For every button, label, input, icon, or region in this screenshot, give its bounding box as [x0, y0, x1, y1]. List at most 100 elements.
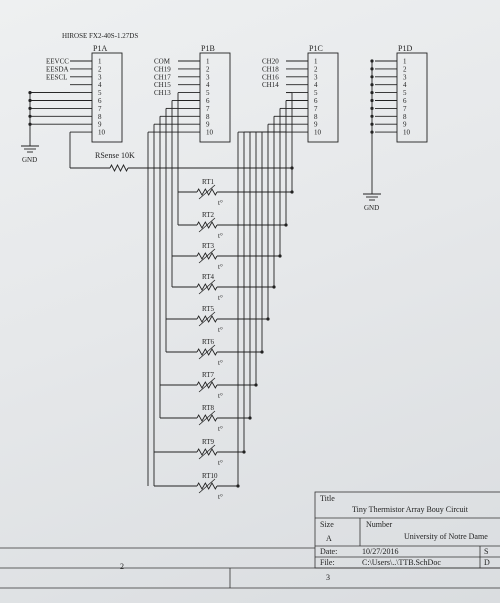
pin-number: 1 [98, 58, 102, 66]
pin-number: 7 [403, 105, 407, 113]
junction-dot [290, 166, 294, 170]
junction-dot [28, 98, 32, 103]
thermistor-label: RT10 [202, 472, 218, 480]
thermistor-slash [198, 478, 216, 494]
pin-number: 7 [98, 105, 102, 113]
pin-number: 2 [98, 65, 102, 73]
pin-number: 5 [206, 89, 210, 97]
net-label: CH13 [154, 89, 171, 97]
junction-dot [370, 114, 374, 118]
pin-number: 1 [403, 58, 407, 66]
net-label: CH14 [262, 81, 279, 89]
junction-dot [266, 317, 270, 321]
thermistor-label: RT9 [202, 438, 215, 446]
temp-symbol: t° [218, 326, 223, 334]
connector-label: P1B [201, 44, 215, 53]
junction-dot [284, 223, 288, 227]
pin-number: 10 [206, 129, 214, 137]
pin-number: 6 [206, 97, 210, 105]
date-value: 10/27/2016 [362, 547, 398, 556]
pin-number: 6 [98, 97, 102, 105]
connector-label: P1A [93, 44, 107, 53]
ground-label: GND [364, 204, 379, 212]
pin-number: 8 [403, 113, 407, 121]
net-label: CH15 [154, 81, 171, 89]
net-label: EESCL [46, 73, 67, 81]
date-label: Date: [320, 547, 337, 556]
thermistor-label: RT1 [202, 178, 215, 186]
pin-number: 5 [314, 89, 318, 97]
pin-number: 2 [403, 65, 407, 73]
pin-number: 4 [403, 81, 407, 89]
temp-symbol: t° [218, 232, 223, 240]
zone-2: 2 [120, 562, 124, 571]
pin-number: 4 [98, 81, 102, 89]
drawing-title: Tiny Thermistor Array Bouy Circuit [352, 505, 469, 514]
junction-dot [370, 122, 374, 126]
file-path: C:\Users\..\TTB.SchDoc [362, 558, 441, 567]
pin-number: 4 [314, 81, 318, 89]
title-label: Title [320, 494, 335, 503]
thermistor-slash [198, 377, 216, 393]
pin-number: 9 [206, 121, 210, 129]
pin-number: 10 [314, 129, 322, 137]
connector-label: P1C [309, 44, 323, 53]
junction-dot [370, 75, 374, 79]
pin-number: 3 [206, 73, 210, 81]
temp-symbol: t° [218, 263, 223, 271]
temp-symbol: t° [218, 425, 223, 433]
net-label: COM [154, 58, 171, 66]
junction-dot [370, 67, 374, 71]
pin-number: 8 [98, 113, 102, 121]
organization: University of Notre Dame [404, 532, 488, 541]
pin-number: 9 [403, 121, 407, 129]
pin-number: 9 [314, 121, 318, 129]
thermistor-slash [198, 410, 216, 426]
pin-number: 1 [206, 58, 210, 66]
pin-number: 10 [403, 129, 411, 137]
junction-dot [370, 130, 374, 134]
thermistor-label: RT4 [202, 273, 215, 281]
junction-dot [272, 285, 276, 289]
ground-label: GND [22, 156, 37, 164]
junction-dot [370, 106, 374, 110]
thermistor-label: RT7 [202, 371, 215, 379]
net-label: EESDA [46, 65, 69, 73]
net-label: EEVCC [46, 58, 69, 66]
size-label: Size [320, 520, 334, 529]
thermistor-slash [198, 217, 216, 233]
zone-3: 3 [326, 573, 330, 582]
connector-p1c [307, 52, 339, 143]
pin-number: 8 [314, 113, 318, 121]
pin-number: 2 [314, 65, 318, 73]
pin-number: 3 [403, 73, 407, 81]
net-label: CH20 [262, 58, 279, 66]
junction-dot [242, 450, 246, 454]
junction-dot [370, 83, 374, 87]
temp-symbol: t° [218, 359, 223, 367]
connector-p1b [199, 52, 231, 143]
connector-label: P1D [398, 44, 412, 53]
junction-dot [28, 114, 32, 118]
connector-p1d [396, 52, 428, 143]
pin-number: 1 [314, 58, 318, 66]
file-label: File: [320, 558, 335, 567]
junction-dot [260, 350, 264, 354]
junction-dot [28, 122, 32, 126]
temp-symbol: t° [218, 493, 223, 501]
pin-number: 6 [314, 97, 318, 105]
pin-number: 5 [98, 89, 102, 97]
thermistor-label: RT5 [202, 305, 215, 313]
net-label: CH19 [154, 65, 171, 73]
thermistor-slash [198, 248, 216, 264]
junction-dot [370, 98, 374, 103]
thermistor-slash [198, 311, 216, 327]
sheet-side-1: S [484, 547, 488, 556]
connector-part-number: HIROSE FX2-40S-1.27DS [62, 32, 138, 40]
thermistor-slash [198, 444, 216, 460]
junction-dot [28, 91, 32, 95]
connector-p1a [91, 52, 123, 143]
pin-number: 8 [206, 113, 210, 121]
